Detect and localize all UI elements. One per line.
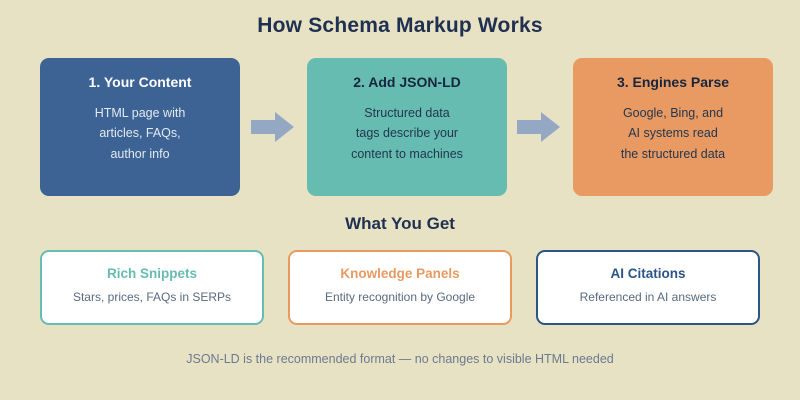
- flow-step-description-line: tags describe your: [355, 126, 459, 141]
- flow-step-description-line: author info: [110, 147, 170, 162]
- flow-step-your-content: 1. Your Content HTML page with articles,…: [40, 58, 240, 196]
- flow-step-description-line: Google, Bing, and: [622, 105, 724, 120]
- arrow-right-icon: [517, 110, 561, 144]
- benefit-card-title: Rich Snippets: [106, 266, 197, 281]
- flow-step-add-json-ld: 2. Add JSON-LD Structured data tags desc…: [307, 58, 507, 196]
- flow-step-title: 2. Add JSON-LD: [353, 74, 461, 90]
- benefit-card-description: Stars, prices, FAQs in SERPs: [72, 290, 232, 304]
- benefit-card-knowledge-panels: Knowledge Panels Entity recognition by G…: [288, 250, 512, 325]
- benefits-heading: What You Get: [345, 214, 455, 233]
- flow-step-description-line: HTML page with: [94, 105, 186, 120]
- process-flow: 1. Your Content HTML page with articles,…: [40, 58, 773, 196]
- benefit-card-title: AI Citations: [610, 266, 686, 281]
- flow-step-description-line: articles, FAQs,: [99, 126, 181, 141]
- benefit-card-description: Entity recognition by Google: [324, 290, 476, 304]
- flow-step-description-line: Structured data: [364, 105, 450, 120]
- benefits-cards: Rich Snippets Stars, prices, FAQs in SER…: [40, 250, 760, 325]
- flow-step-title: 1. Your Content: [88, 74, 192, 90]
- flow-step-description: HTML page with articles, FAQs, author in…: [52, 103, 228, 165]
- flow-step-engines-parse: 3. Engines Parse Google, Bing, and AI sy…: [573, 58, 773, 196]
- arrow-right-icon: [251, 110, 295, 144]
- benefit-card-ai-citations: AI Citations Referenced in AI answers: [536, 250, 760, 325]
- page-title: How Schema Markup Works: [257, 14, 543, 37]
- benefit-card-title: Knowledge Panels: [340, 266, 460, 281]
- benefit-card-description: Referenced in AI answers: [579, 290, 717, 304]
- flow-step-description-line: AI systems read: [628, 126, 718, 141]
- benefit-card-rich-snippets: Rich Snippets Stars, prices, FAQs in SER…: [40, 250, 264, 325]
- footer-note: JSON-LD is the recommended format — no c…: [186, 352, 614, 366]
- flow-step-title: 3. Engines Parse: [616, 74, 730, 90]
- flow-step-description: Google, Bing, and AI systems read the st…: [585, 103, 761, 165]
- flow-step-description-line: the structured data: [620, 147, 726, 162]
- flow-step-description-line: content to machines: [351, 147, 463, 162]
- flow-step-description: Structured data tags describe your conte…: [319, 103, 495, 165]
